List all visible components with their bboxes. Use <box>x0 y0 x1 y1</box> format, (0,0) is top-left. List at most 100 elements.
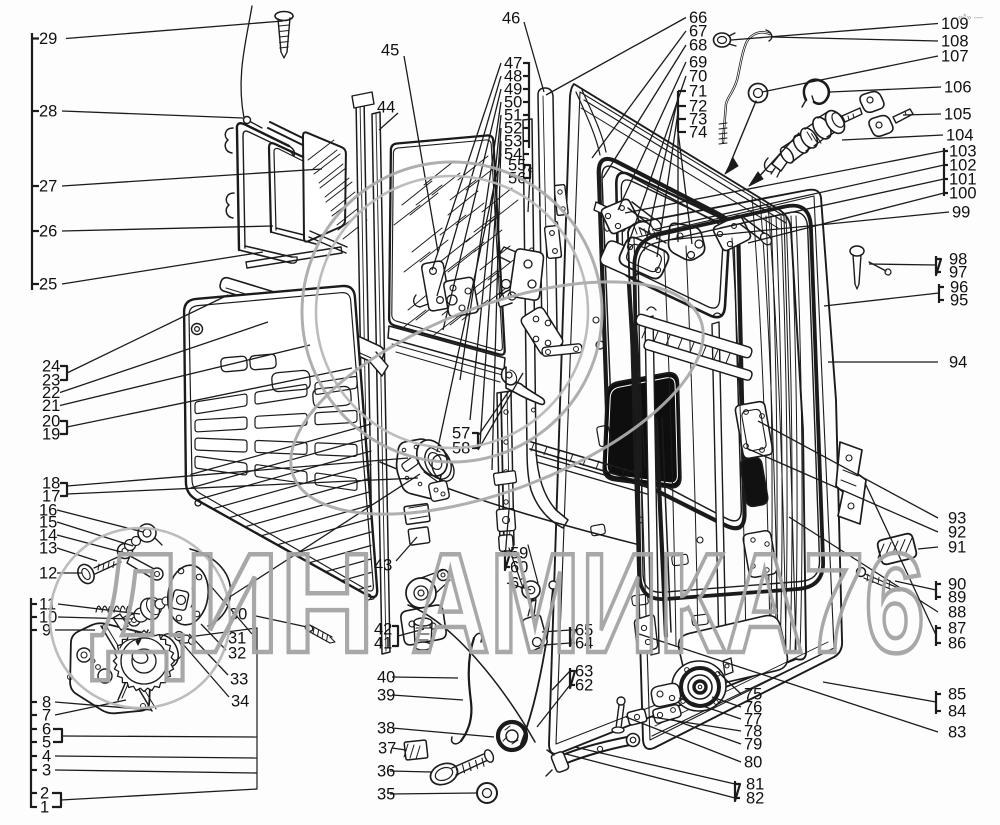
svg-text:37: 37 <box>378 740 396 758</box>
svg-text:5: 5 <box>42 734 51 752</box>
svg-text:16: 16 <box>39 502 57 520</box>
svg-text:14: 14 <box>39 527 57 545</box>
svg-text:87: 87 <box>948 620 966 638</box>
svg-text:95: 95 <box>950 292 968 310</box>
svg-text:93: 93 <box>948 510 966 528</box>
svg-text:ДИН: ДИН <box>91 524 375 683</box>
svg-text:47: 47 <box>504 55 522 73</box>
svg-text:109: 109 <box>941 15 969 33</box>
svg-text:66: 66 <box>689 9 707 27</box>
svg-text:55: 55 <box>508 157 526 175</box>
svg-text:31: 31 <box>228 630 246 648</box>
svg-text:23: 23 <box>42 372 60 390</box>
svg-text:61: 61 <box>510 575 528 593</box>
svg-text:103: 103 <box>949 143 977 161</box>
svg-text:25: 25 <box>39 276 57 294</box>
svg-text:22: 22 <box>42 384 60 402</box>
svg-text:99: 99 <box>952 204 970 222</box>
svg-text:72: 72 <box>689 98 707 116</box>
svg-text:41: 41 <box>374 635 392 653</box>
svg-text:10: 10 <box>39 609 57 627</box>
svg-text:102: 102 <box>949 157 977 175</box>
svg-text:7: 7 <box>42 707 51 725</box>
svg-text:60: 60 <box>510 559 528 577</box>
svg-text:АМИКА76: АМИКА76 <box>411 524 925 683</box>
svg-text:73: 73 <box>689 111 707 129</box>
svg-text:81: 81 <box>746 776 764 794</box>
svg-text:26: 26 <box>39 223 57 241</box>
svg-text:4: 4 <box>42 748 51 766</box>
svg-text:45: 45 <box>381 42 399 60</box>
svg-text:91: 91 <box>948 539 966 557</box>
svg-text:38: 38 <box>377 720 395 738</box>
svg-text:64: 64 <box>575 635 593 653</box>
svg-text:62: 62 <box>575 677 593 695</box>
svg-text:77: 77 <box>744 711 762 729</box>
svg-text:2: 2 <box>40 785 49 803</box>
svg-text:97: 97 <box>949 264 967 282</box>
svg-text:79: 79 <box>744 736 762 754</box>
svg-text:101: 101 <box>949 171 977 189</box>
svg-text:83: 83 <box>948 724 966 742</box>
svg-text:82: 82 <box>746 790 764 808</box>
svg-text:36: 36 <box>377 763 395 781</box>
svg-text:15: 15 <box>39 514 57 532</box>
svg-text:21: 21 <box>42 397 60 415</box>
svg-text:78: 78 <box>744 723 762 741</box>
svg-text:29: 29 <box>39 30 57 48</box>
svg-text:18: 18 <box>42 475 60 493</box>
svg-text:100: 100 <box>949 185 977 203</box>
svg-text:74: 74 <box>689 124 707 142</box>
svg-text:98: 98 <box>949 251 967 269</box>
svg-text:85: 85 <box>948 686 966 704</box>
svg-text:20: 20 <box>42 413 60 431</box>
svg-text:92: 92 <box>948 524 966 542</box>
svg-text:67: 67 <box>689 23 707 41</box>
svg-text:3: 3 <box>42 762 51 780</box>
svg-text:13: 13 <box>39 540 57 558</box>
svg-text:65: 65 <box>575 622 593 640</box>
svg-text:40: 40 <box>377 669 395 687</box>
svg-text:49: 49 <box>504 81 522 99</box>
svg-text:94: 94 <box>949 354 967 372</box>
svg-text:105: 105 <box>944 106 972 124</box>
svg-text:50: 50 <box>504 94 522 112</box>
svg-text:52: 52 <box>504 120 522 138</box>
svg-text:8: 8 <box>42 694 51 712</box>
svg-text:30: 30 <box>229 606 247 624</box>
svg-text:48: 48 <box>504 68 522 86</box>
svg-text:88: 88 <box>948 604 966 622</box>
svg-text:43: 43 <box>374 557 392 575</box>
svg-text:12: 12 <box>39 565 57 583</box>
svg-text:42: 42 <box>374 621 392 639</box>
svg-text:59: 59 <box>510 545 528 563</box>
svg-text:1: 1 <box>40 799 49 817</box>
svg-text:70: 70 <box>689 68 707 86</box>
svg-text:6: 6 <box>42 721 51 739</box>
svg-text:«*» —: «*» — <box>958 12 983 22</box>
svg-text:63: 63 <box>575 663 593 681</box>
svg-text:34: 34 <box>231 693 249 711</box>
svg-text:106: 106 <box>944 79 972 97</box>
svg-text:39: 39 <box>377 687 395 705</box>
svg-text:24: 24 <box>42 358 60 376</box>
svg-text:76: 76 <box>744 699 762 717</box>
svg-text:9: 9 <box>42 622 51 640</box>
svg-text:33: 33 <box>230 671 248 689</box>
svg-text:17: 17 <box>42 488 60 506</box>
svg-text:84: 84 <box>948 703 966 721</box>
svg-text:80: 80 <box>744 754 762 772</box>
svg-text:54: 54 <box>504 146 522 164</box>
svg-text:90: 90 <box>948 576 966 594</box>
svg-text:96: 96 <box>950 279 968 297</box>
svg-text:35: 35 <box>377 786 395 804</box>
svg-text:57: 57 <box>452 425 470 443</box>
svg-text:44: 44 <box>377 99 395 117</box>
svg-text:46: 46 <box>502 10 520 28</box>
svg-text:107: 107 <box>941 48 969 66</box>
svg-text:108: 108 <box>941 33 969 51</box>
svg-text:19: 19 <box>42 426 60 444</box>
svg-text:86: 86 <box>948 635 966 653</box>
svg-text:75: 75 <box>744 686 762 704</box>
svg-text:53: 53 <box>504 133 522 151</box>
